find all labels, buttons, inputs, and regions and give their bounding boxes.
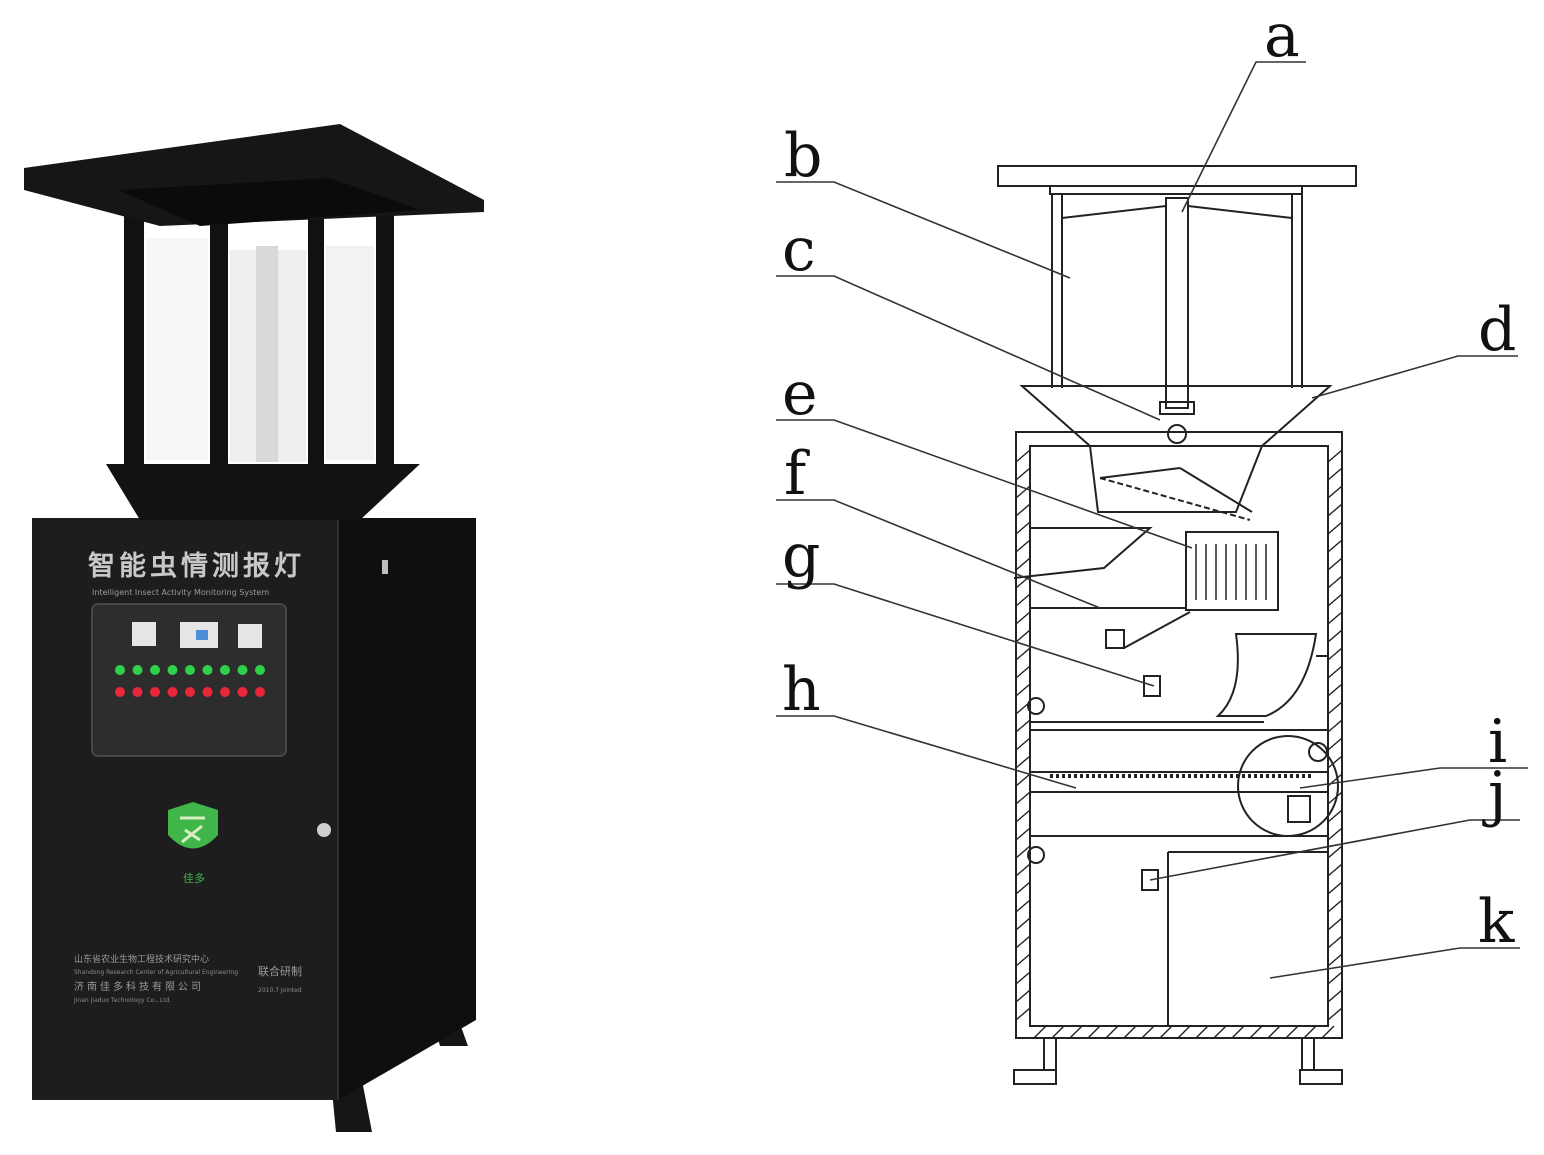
led-green [255,665,265,675]
led-red [237,687,248,697]
label-b: b [784,121,822,191]
footer-line-1: 山东省农业生物工程技术研究中心 [74,953,209,965]
glass-pane-right [326,246,374,460]
meter-1 [132,622,156,646]
lamp-pillar-right [376,205,394,473]
footer-line-4: Jinan Jiaduo Technology Co., Ltd. [73,997,171,1004]
leader-lines [776,61,1528,979]
label-g: g [782,521,820,591]
label-f: f [784,439,810,509]
sensor-box-2 [1143,675,1161,697]
led-red [255,687,265,697]
footer-right-1: 联合研制 [258,964,302,978]
led-red [150,687,160,697]
footer-right-2: 2010.7 Jointed [258,987,302,994]
led-green [202,665,213,675]
led-red [115,687,125,697]
led-red [132,687,143,697]
sensor-box-3 [1141,869,1159,891]
led-green-row [115,665,265,675]
lamp-pillar-mid [210,215,228,473]
led-green [115,665,125,675]
led-green [220,665,230,675]
door-lock [317,823,331,837]
funnel-drawing [1019,385,1333,513]
sensor-box-1 [1105,629,1125,649]
label-h: h [782,655,821,725]
lamp-pillar-mid2 [308,215,324,473]
device-photo: 智能虫情测报灯 Intelligent Insect Activity Moni… [24,124,484,1132]
control-box [1185,531,1279,611]
cabinet-side [338,518,476,1100]
led-red [167,687,178,697]
funnel [106,464,420,520]
lamp-pillar-left [124,205,144,473]
label-k: k [1478,887,1515,957]
logo-text: 佳多 [183,871,205,885]
uv-tube [256,246,278,462]
schematic-drawing [997,165,1357,1085]
label-i: i [1488,707,1507,777]
rain-sensor [1167,424,1187,444]
led-green [132,665,143,675]
label-c: c [782,215,816,285]
callout-labels: a b c d e f g h i j k [782,1,1516,957]
led-green [185,665,195,675]
conveyor-belt [1029,771,1329,793]
wall-hatching [1015,449,1343,1039]
led-green [167,665,178,675]
led-green [150,665,160,675]
cabinet-title: 智能虫情测报灯 [88,550,305,582]
led-red [202,687,213,697]
cabinet-outline [1015,431,1343,1039]
label-d: d [1478,295,1516,365]
collector-bowl [1215,633,1318,717]
top-plate [997,165,1357,187]
brand-logo: 佳多 [168,802,218,885]
label-a: a [1264,1,1300,71]
meter-3 [238,624,262,648]
cabinet-subtitle: Intelligent Insect Activity Monitoring S… [92,588,269,597]
led-red [185,687,195,697]
led-red-row [115,687,265,697]
footer-line-2: Shandong Research Center of Agricultural… [74,969,238,976]
label-e: e [782,359,818,429]
led-green [237,665,248,675]
footer-line-3: 济南佳多科技有限公司 [74,980,204,993]
label-j: j [1482,759,1507,829]
glass-pane-left [146,238,208,460]
led-red [220,687,230,697]
uv-lamp-tube [1165,197,1189,409]
